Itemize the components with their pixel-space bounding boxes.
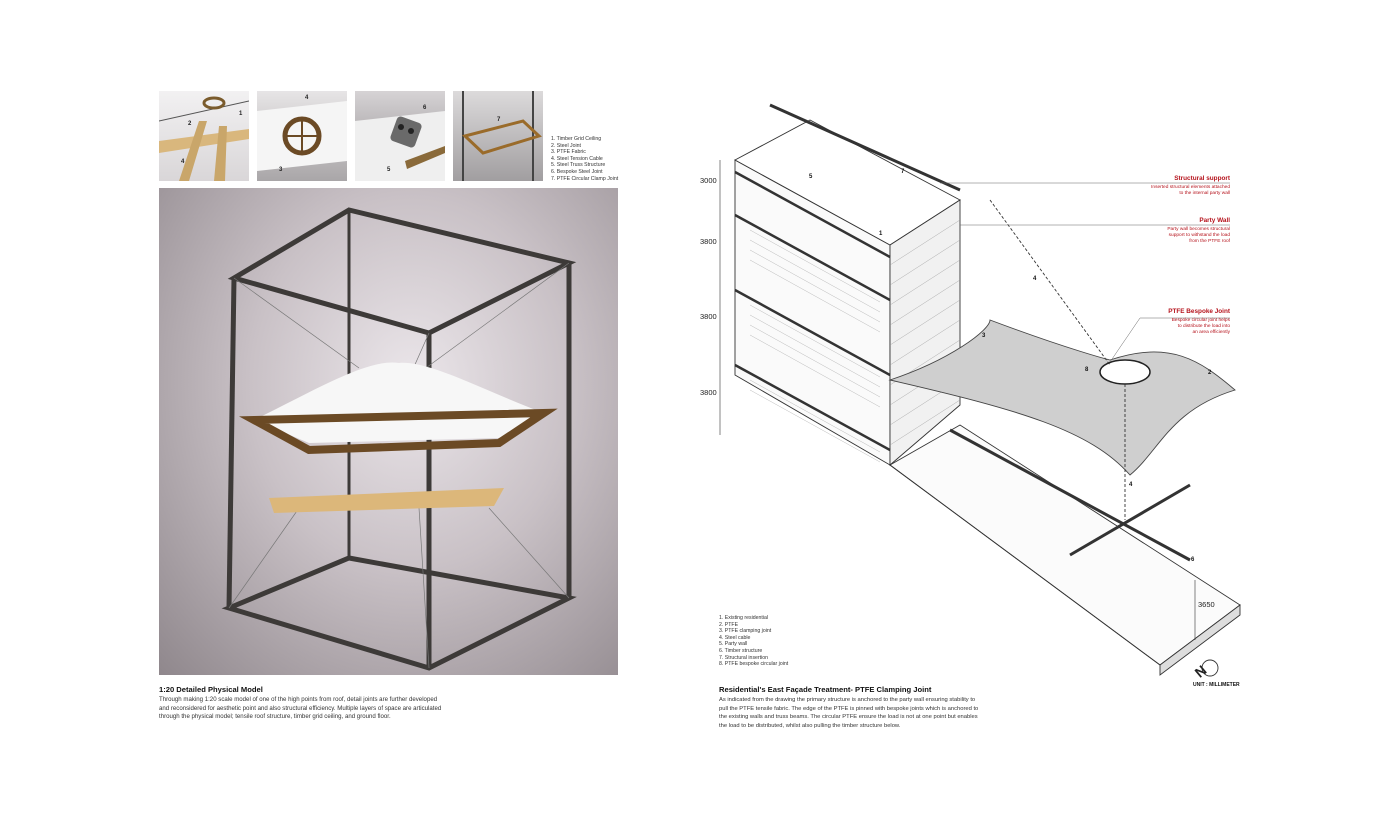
detail-photo-clamp-joint: 7 xyxy=(453,91,543,181)
legend-item: 7. PTFE Circular Clamp Joint xyxy=(551,175,619,182)
note-line: an area efficiently xyxy=(1192,329,1230,335)
dimension-label: 3000 xyxy=(700,176,717,185)
detail-photo-timber-grid: 1 2 4 xyxy=(159,91,249,181)
callout-number: 4 xyxy=(1033,276,1037,282)
drawing-caption: Residential's East Façade Treatment- PTF… xyxy=(719,685,1019,730)
clamp-joint-photo-illustration xyxy=(461,91,542,181)
thumb-callout: 1 xyxy=(239,111,243,117)
note-line: Inserted structural elements attached xyxy=(1151,185,1230,190)
note-line: to distribute the load into xyxy=(1177,323,1230,329)
steel-joint-photo-illustration xyxy=(257,101,347,171)
legend-item: 2. PTFE xyxy=(719,621,739,628)
note-line: Bespoke circular joint helps xyxy=(1171,318,1230,323)
thumb-callout: 4 xyxy=(305,95,309,101)
legend-item: 2. Steel Joint xyxy=(551,142,581,149)
legend-item: 4. Steel cable xyxy=(719,634,751,641)
model-caption-title: 1:20 Detailed Physical Model xyxy=(159,685,263,694)
thumb-callout: 4 xyxy=(181,159,185,165)
note-party-wall: Party Wall Party wall becomes structural… xyxy=(1110,217,1230,244)
dimension-label: 3650 xyxy=(1198,600,1215,609)
thumb-callout: 5 xyxy=(387,167,391,173)
note-line: to the internal party wall xyxy=(1179,190,1230,196)
callout-number: 5 xyxy=(809,174,813,180)
bespoke-joint-photo-illustration xyxy=(355,111,445,181)
dimension-label: 3800 xyxy=(700,312,717,321)
note-line: from the PTFE roof xyxy=(1189,238,1230,244)
dimension-label: 3800 xyxy=(700,388,717,397)
caption-line: Through making 1:20 scale model of one o… xyxy=(159,696,438,703)
legend-item: 5. Party wall xyxy=(719,641,748,648)
detail-photo-bespoke-joint: 6 5 xyxy=(355,91,445,181)
legend-item: 1. Existing residential xyxy=(719,615,769,621)
axonometric-drawing: N xyxy=(719,103,1241,681)
caption-line: the existing walls and truss beams. The … xyxy=(719,714,978,721)
timber-grid-photo-illustration xyxy=(159,96,249,181)
note-title: PTFE Bespoke Joint xyxy=(1168,308,1230,315)
dimension-label: 3800 xyxy=(700,237,717,246)
caption-line: As indicated from the drawing the primar… xyxy=(719,697,976,703)
thumb-callout: 2 xyxy=(188,121,192,127)
legend-item: 4. Steel Tension Cable xyxy=(551,155,603,162)
north-icon: N xyxy=(1191,662,1209,681)
legend-item: 3. PTFE clamping joint xyxy=(719,628,772,635)
note-line: Party wall becomes structural xyxy=(1167,227,1230,232)
caption-line: pull the PTFE tensile fabric. The edge o… xyxy=(719,705,979,712)
callout-number: 3 xyxy=(982,333,986,339)
note-line: support to withstand the load xyxy=(1168,232,1230,238)
caption-line: and reconsidered for aesthetic point and… xyxy=(159,704,442,712)
callout-number: 1 xyxy=(879,231,883,237)
model-caption: 1:20 Detailed Physical Model Through mak… xyxy=(159,685,619,722)
legend-item: 6. Bespoke Steel Joint xyxy=(551,168,603,175)
legend-item: 8. PTFE bespoke circular joint xyxy=(719,661,789,668)
drawing-caption-title: Residential's East Façade Treatment- PTF… xyxy=(719,685,932,694)
note-structural-support: Structural support Inserted structural e… xyxy=(1110,175,1230,197)
detail-photo-steel-joint: 4 3 xyxy=(257,91,347,181)
note-title: Structural support xyxy=(1174,175,1230,182)
legend-item: 7. Structural insertion xyxy=(719,654,769,661)
legend-item: 5. Steel Truss Structure xyxy=(551,162,606,169)
unit-label: UNIT : MILLIMETER xyxy=(1193,682,1240,688)
physical-model-photo xyxy=(159,188,618,675)
caption-line: through the physical model; tensile roof… xyxy=(159,713,391,721)
caption-line: the load to be distributed, whilst also … xyxy=(719,722,901,729)
callout-number: 4 xyxy=(1129,482,1133,488)
note-title: Party Wall xyxy=(1199,217,1230,224)
model-legend: 1. Timber Grid Ceiling 2. Steel Joint 3.… xyxy=(551,136,618,182)
physical-model-illustration xyxy=(221,207,577,671)
note-ptfe-bespoke-joint: PTFE Bespoke Joint Bespoke circular join… xyxy=(1110,308,1230,335)
callout-number: 2 xyxy=(1208,370,1212,376)
legend-item: 3. PTFE Fabric xyxy=(551,149,586,156)
thumb-callout: 6 xyxy=(423,105,427,111)
legend-item: 1. Timber Grid Ceiling xyxy=(551,136,602,142)
callout-number: 6 xyxy=(1191,557,1195,563)
thumb-callout: 7 xyxy=(497,117,501,123)
legend-item: 6. Timber structure xyxy=(719,647,763,654)
callout-number: 7 xyxy=(901,169,905,175)
thumb-callout: 3 xyxy=(279,167,283,173)
callout-number: 8 xyxy=(1085,367,1089,373)
drawing-legend: 1. Existing residential 2. PTFE 3. PTFE … xyxy=(719,615,788,668)
